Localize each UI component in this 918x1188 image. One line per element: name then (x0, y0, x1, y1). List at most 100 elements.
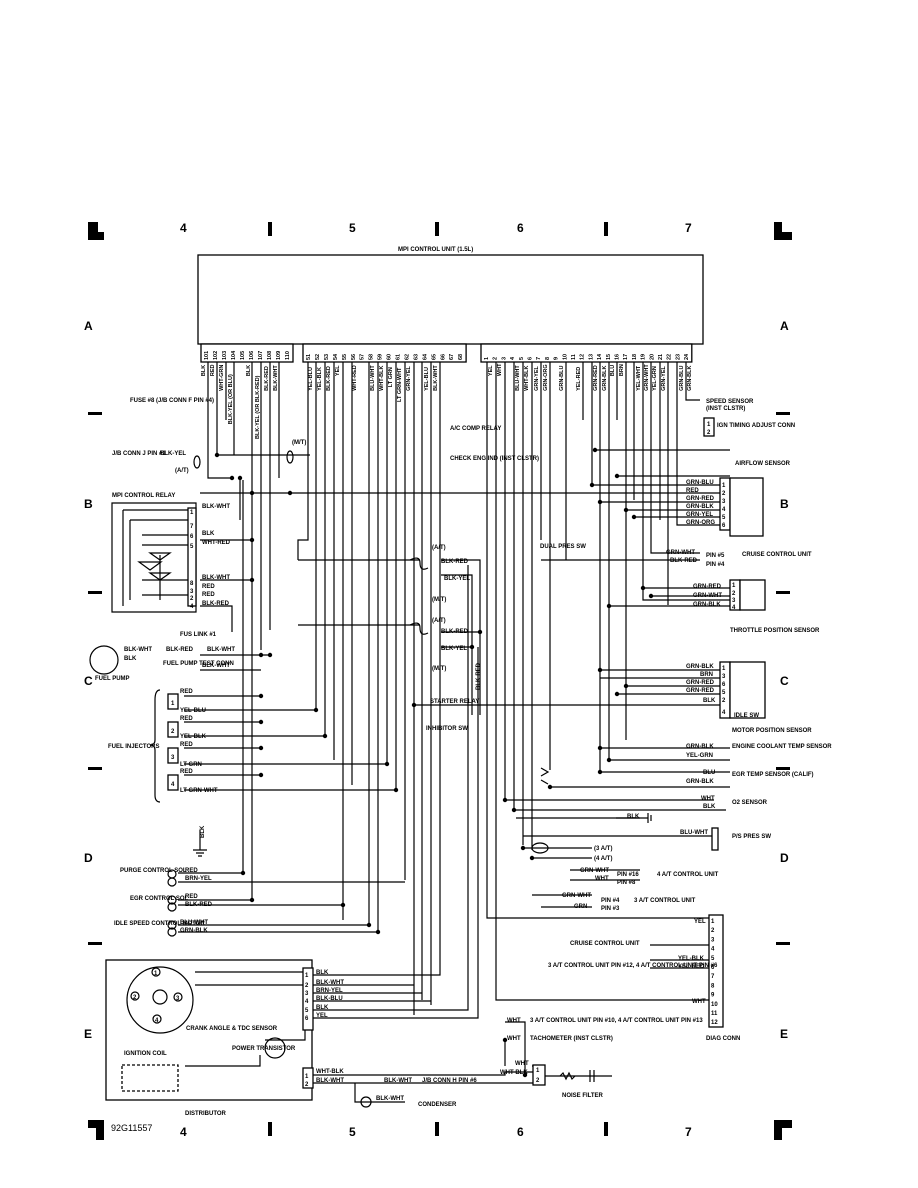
ecu-pin-number: 104 (231, 350, 237, 360)
airflow-pin: 5 (722, 515, 726, 521)
ecu-wire-label: BLK-YEL (OR BLK-RED) (255, 375, 261, 439)
wire-label: BLK-WHT (376, 1096, 404, 1102)
at4-pin: PIN #8 (617, 880, 636, 886)
conn-pin: 4 (722, 710, 726, 716)
crank-num: 3 (176, 996, 180, 1002)
junction-dot (229, 475, 235, 481)
row-label: A (84, 319, 93, 333)
junction-dot (411, 702, 417, 708)
wire-label: WHT (515, 1061, 529, 1067)
ecu-pin-number: 22 (667, 354, 673, 360)
conn-pin: 1 (305, 1074, 309, 1080)
col-label: 7 (685, 221, 692, 235)
diag-pin: 9 (711, 993, 715, 999)
wire-label: BLK-RED (202, 601, 230, 607)
wire-label: YEL-BLK (180, 734, 207, 740)
diag-pin: 5 (711, 956, 715, 962)
airflow-wire-label: GRN-ORG (686, 520, 715, 526)
tps-label: THROTTLE POSITION SENSOR (730, 628, 820, 634)
junction-dot (606, 757, 612, 763)
jb-conn-h-label: J/B CONN H PIN #6 (422, 1078, 477, 1084)
diag-pin: 3 (711, 937, 715, 943)
row-label: C (780, 674, 789, 688)
wire-label: WHT-BLK (500, 1070, 528, 1076)
distributor-wire-label: BLK-BLU (316, 996, 343, 1002)
distributor-label: DISTRIBUTOR (185, 1111, 227, 1117)
ecu-wire-label: BLK-RED (264, 366, 270, 391)
crank-num: 2 (133, 995, 137, 1001)
left-labels: FUSE #8 (J/B CONN F PIN #4) J/B CONN J P… (95, 398, 306, 934)
ecu-wire-label: GRN-BLK (602, 366, 608, 391)
junction-dot (469, 644, 475, 650)
ecu-wire-label: GRN-YEL (534, 366, 540, 391)
junction-dot (614, 691, 620, 697)
junction-dot (240, 870, 246, 876)
ign-timing-label: IGN TIMING ADJUST CONN (717, 423, 795, 429)
wire-label: GRN-WHT (693, 593, 722, 599)
junction-dot (393, 787, 399, 793)
junction-dot (477, 629, 483, 635)
wire-label: GRN-BLK (686, 779, 714, 785)
wire-label: YEL-GRN (686, 753, 713, 759)
inhibitor-sw-label: INHIBITOR SW (426, 726, 468, 732)
col-label: 4 (180, 221, 187, 235)
ecu-wire-label: YEL-RED (576, 367, 582, 391)
junction-dot (267, 652, 273, 658)
conn-pin: 2 (305, 1082, 309, 1088)
wire-label: BLK (703, 698, 716, 704)
junction-dot (597, 745, 603, 751)
ecu-pin-strip (200, 343, 294, 363)
junction-dot (597, 499, 603, 505)
airflow-pin: 2 (722, 491, 726, 497)
starter-relay-label: STARTER RELAY (430, 699, 479, 705)
ecu-pin-number: 18 (632, 354, 638, 360)
ecu-pin-number: 101 (204, 351, 210, 360)
diag-pin: 1 (711, 919, 715, 925)
diag-pin: 7 (711, 974, 715, 980)
conn-pin: 2 (722, 698, 726, 704)
relay-pin: 6 (190, 534, 194, 540)
ecu-pin-number: 3 (501, 357, 507, 360)
mt-label: (M/T) (292, 440, 306, 446)
ecu-wire-label: BLK-WHT (433, 365, 439, 391)
wire-label: RED (180, 742, 193, 748)
junction-dot (340, 902, 346, 908)
distributor-wire-label: BLK (316, 970, 329, 976)
wire-label: BLK-RED (185, 902, 213, 908)
o2-label: O2 SENSOR (732, 800, 768, 806)
junction-dot (249, 537, 255, 543)
ecu-pin-number: 59 (378, 354, 384, 360)
relay-pin: 3 (190, 589, 194, 595)
fuel-pump-symbol (89, 645, 119, 675)
at3-unit-label: 3 A/T CONTROL UNIT (634, 898, 696, 904)
ecu-pin-number: 66 (440, 354, 446, 360)
speed-sensor-sub: (INST CLSTR) (706, 406, 745, 412)
wire-label: BLK (627, 814, 640, 820)
junction-dot (511, 807, 517, 813)
junction-dot (366, 922, 372, 928)
crank-num: 1 (154, 971, 158, 977)
at-label: (A/T) (432, 545, 446, 551)
wire-label: WHT-RED (202, 540, 231, 546)
junction-dot (547, 784, 553, 790)
wire-label: RED (180, 769, 193, 775)
splice (531, 842, 549, 854)
mt-label: (M/T) (432, 666, 446, 672)
wire-label: BLK-RED (441, 629, 469, 635)
ecu-pin-number: 54 (333, 353, 339, 360)
junction-dot (623, 683, 629, 689)
cruise-label: CRUISE CONTROL UNIT (742, 552, 812, 558)
junction-dot (258, 772, 264, 778)
conn-pin: 4 (732, 605, 736, 611)
crank-label: CRANK ANGLE & TDC SENSOR (186, 1026, 278, 1032)
ecu-pin-number: 14 (597, 353, 603, 360)
ecu-wire-label: LT GRN (388, 367, 394, 387)
diag-cruise-label: CRUISE CONTROL UNIT (570, 941, 640, 947)
row-label: B (780, 497, 789, 511)
wire-label: BLK-WHT (202, 504, 230, 510)
ecu-wire-label: YEL-BLK (317, 367, 323, 391)
junction-dot (522, 1072, 528, 1078)
ign-coil-label: IGNITION COIL (124, 1051, 167, 1057)
